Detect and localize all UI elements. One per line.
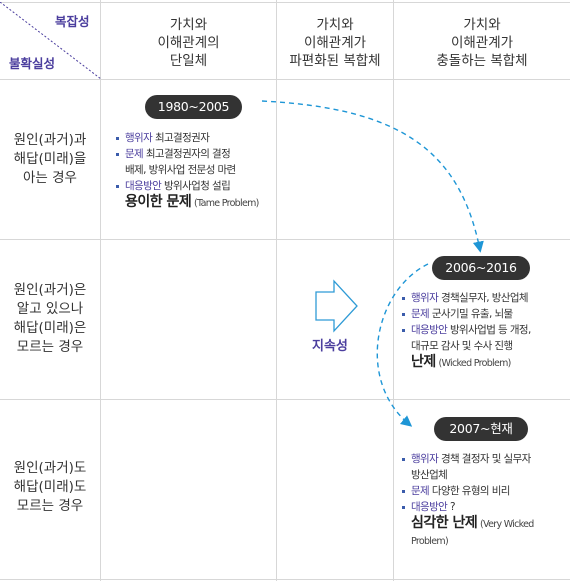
problem-item: 문제 군사기밀 유출, 뇌물 bbox=[400, 306, 568, 322]
complexity-label: 복잡성 bbox=[55, 14, 90, 29]
period-badge-2006-2016: 2006~2016 bbox=[432, 256, 530, 280]
grid-line-col1 bbox=[100, 0, 101, 581]
grid-line-col3 bbox=[393, 0, 394, 581]
corner-diagonal bbox=[0, 2, 101, 80]
actor-item: 행위자 경책실무자, 방산업체 bbox=[400, 290, 568, 306]
arrow-period2-to-period3 bbox=[376, 263, 429, 427]
continuity-label: 지속성 bbox=[312, 339, 348, 354]
problem-item: 문제 다양한 유형의 비리 bbox=[400, 483, 568, 499]
grid-line-bottom bbox=[0, 579, 570, 580]
grid-line-row2 bbox=[0, 399, 570, 400]
actor-item: 행위자 최고결정권자 bbox=[114, 130, 274, 146]
continuity-arrow-icon bbox=[315, 279, 358, 333]
arrow-period1-to-period2 bbox=[261, 100, 484, 253]
grid-line-row1 bbox=[0, 239, 570, 240]
uncertainty-label: 불확실성 bbox=[9, 56, 56, 71]
grid-line-col2 bbox=[276, 0, 277, 581]
period-badge-2007-present: 2007~현재 bbox=[434, 417, 528, 441]
grid-line-header bbox=[0, 79, 570, 80]
period-badge-1980-2005: 1980~2005 bbox=[145, 95, 242, 119]
grid-line-top bbox=[0, 2, 570, 3]
period-block-2006-2016: 행위자 경책실무자, 방산업체 문제 군사기밀 유출, 뇌물 대응방안 방위사업… bbox=[400, 290, 568, 372]
